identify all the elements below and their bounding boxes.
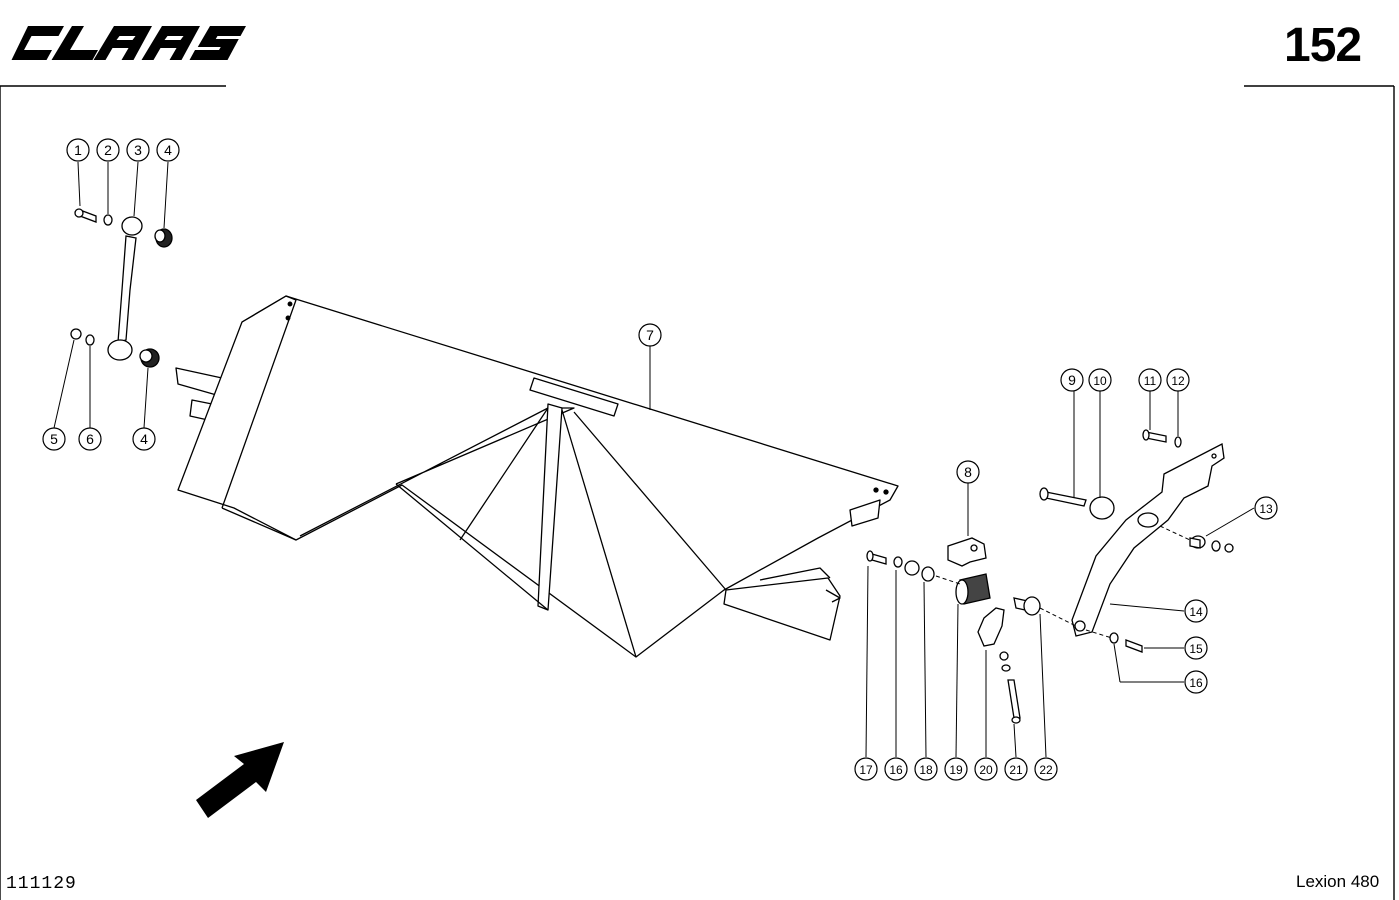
callout-label: 4 [140,431,148,447]
callout-label: 19 [949,763,963,777]
page-number: 152 [1284,19,1362,72]
callout-1: 1 [66,138,90,162]
callout-label: 8 [964,464,972,480]
callout-11: 11 [1138,368,1162,392]
callout-16: 16 [884,757,908,781]
callout-label: 17 [859,763,873,777]
callout-6: 6 [78,427,102,451]
drawing-number: 111129 [6,874,77,894]
frame-lines [0,85,1395,900]
callout-label: 13 [1259,502,1273,516]
callout-19: 19 [944,757,968,781]
callout-label: 6 [86,431,94,447]
callout-22: 22 [1034,757,1058,781]
callout-label: 12 [1171,374,1185,388]
callout-9: 9 [1060,368,1084,392]
callout-label: 14 [1189,605,1203,619]
leader-lines [53,161,1255,758]
callout-label: 1 [74,142,82,158]
model-name: Lexion 480 [1296,872,1380,891]
callout-label: 9 [1068,372,1076,388]
callout-3: 3 [126,138,150,162]
deflector-hood [175,295,899,658]
callout-5: 5 [42,427,66,451]
callout-12: 12 [1166,368,1190,392]
callout-8: 8 [956,460,980,484]
callout-16: 16 [1184,670,1208,694]
callout-13: 13 [1254,496,1278,520]
callout-label: 3 [134,142,142,158]
claas-logo [11,26,246,60]
callout-label: 20 [979,763,993,777]
callout-10: 10 [1088,368,1112,392]
callout-14: 14 [1184,599,1208,623]
callout-label: 16 [1189,676,1203,690]
callout-18: 18 [914,757,938,781]
callout-label: 7 [646,327,654,343]
direction-arrow [196,742,284,818]
callout-7: 7 [638,323,662,347]
callout-label: 5 [50,431,58,447]
callout-label: 15 [1189,642,1203,656]
callout-2: 2 [96,138,120,162]
callout-label: 11 [1144,374,1157,388]
callout-label: 22 [1039,763,1053,777]
right-mounting-parts [866,429,1234,724]
callout-17: 17 [854,757,878,781]
left-linkage-parts [70,208,173,368]
callout-label: 18 [919,763,933,777]
callout-label: 2 [104,142,112,158]
callout-15: 15 [1184,636,1208,660]
callout-20: 20 [974,757,998,781]
callout-label: 10 [1093,374,1107,388]
callout-label: 4 [164,142,172,158]
callout-4: 4 [156,138,180,162]
callout-4: 4 [132,427,156,451]
callout-label: 16 [889,763,903,777]
callout-label: 21 [1009,763,1023,777]
callout-21: 21 [1004,757,1028,781]
